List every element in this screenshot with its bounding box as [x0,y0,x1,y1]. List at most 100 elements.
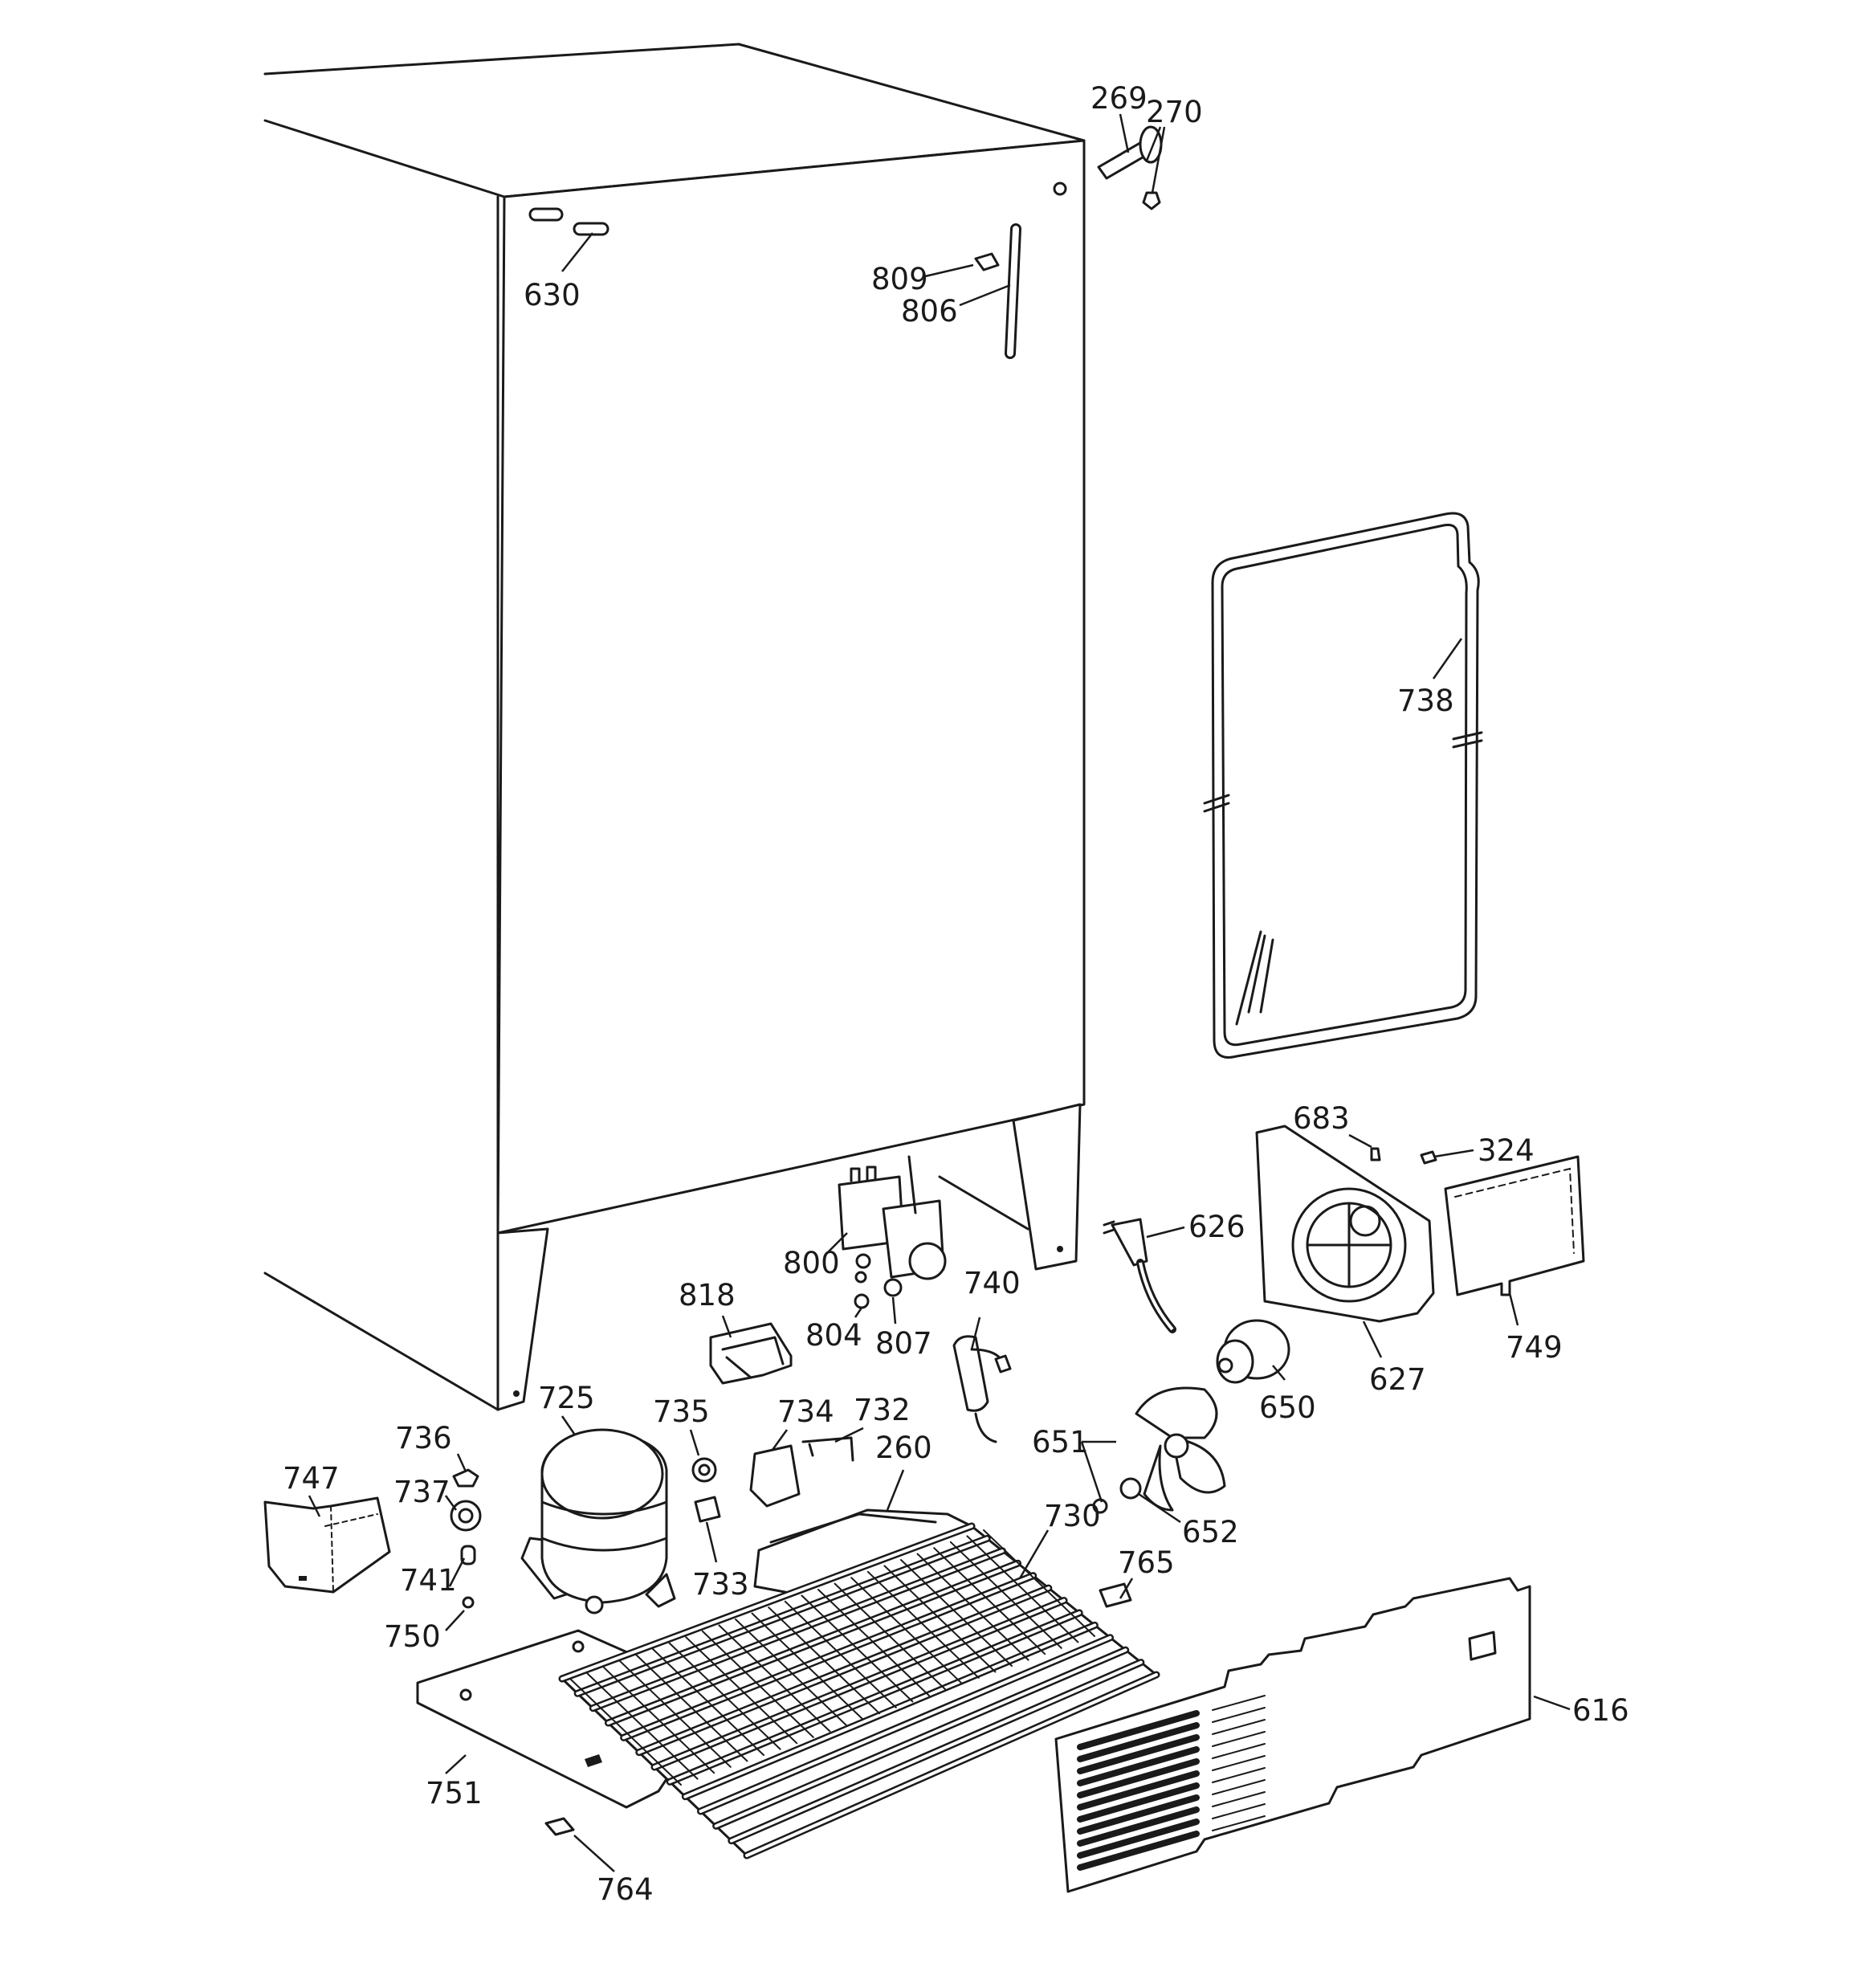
part-269-270 [1097,125,1163,210]
lower-grille-616 [1054,1577,1531,1893]
coil-tube-highlight [591,1549,1005,1710]
grille-vent-line [1212,1707,1266,1723]
callout-270: 270 [1146,95,1203,129]
coil-wire [685,1636,798,1745]
grille-slot [1077,1722,1200,1762]
fitting-804 [854,1293,870,1309]
coil-tube-highlight [606,1561,1020,1725]
callout-650: 650 [1259,1390,1316,1425]
callout-616: 616 [1572,1693,1629,1728]
callout-324: 324 [1478,1133,1535,1168]
coil-wire [652,1648,764,1756]
callout-labels: 269 270 630 809 806 738 683 324 626 800 … [283,81,1629,1907]
coil-wire [751,1612,864,1721]
coil-wire [569,1678,682,1786]
grille-slot [1077,1710,1200,1750]
coil-tube-highlight [745,1673,1158,1857]
grille-slot [1077,1794,1200,1835]
grille-slot [1077,1819,1200,1859]
refrigerator-cabinet [263,43,1086,1411]
grille-vent-line [1212,1767,1266,1783]
callout-741: 741 [400,1563,457,1598]
grille-vent-line [1212,1743,1266,1759]
coil-wire [701,1630,814,1738]
coil-tube-highlight [699,1635,1112,1813]
callout-749: 749 [1506,1330,1563,1365]
callout-806: 806 [901,294,958,329]
grille-slot [1077,1758,1200,1798]
grille-vent-line [1212,1731,1266,1747]
grille-vent-line [1212,1695,1266,1711]
leader-lines [308,113,1571,1872]
grille-slot [1077,1746,1200,1786]
coil-wire [635,1654,748,1762]
coil-wire [850,1577,964,1685]
coil-wire [618,1659,732,1768]
callout-734: 734 [777,1394,834,1429]
callout-735: 735 [653,1394,710,1429]
coil-tube-highlight [622,1574,1035,1740]
callout-627: 627 [1369,1362,1426,1397]
water-valve-800 [838,1155,947,1284]
grille-vent-line [1212,1719,1266,1735]
grille-slot [1077,1734,1200,1774]
coil-wire [585,1672,699,1780]
coil-wire [668,1642,781,1750]
clip-764 [544,1817,575,1836]
callout-738: 738 [1397,684,1454,718]
clip-765 [1099,1582,1132,1608]
coil-wire [834,1582,947,1691]
bracket-818 [709,1322,793,1385]
callout-736: 736 [395,1421,452,1455]
coil-wire [735,1619,847,1726]
callout-626: 626 [1188,1210,1245,1244]
fan-shroud-627 [1255,1125,1435,1323]
relay-parts [691,1436,854,1523]
callout-804: 804 [805,1318,862,1353]
callout-630: 630 [524,278,581,312]
grille-slot [1077,1782,1200,1823]
callout-730: 730 [1044,1499,1101,1533]
callout-747: 747 [283,1461,340,1496]
coil-wire [883,1565,997,1673]
grille-vent-line [1212,1815,1266,1831]
callout-807: 807 [875,1326,932,1361]
callout-260: 260 [875,1431,932,1465]
coil-wire [602,1666,715,1774]
coil-tube-highlight [576,1537,989,1696]
condenser-loop-738 [1203,512,1483,1059]
coil-wire [916,1553,1029,1661]
fan-blade-651 [1092,1386,1226,1514]
grommet-parts [450,1468,482,1609]
grille-vent-line [1212,1803,1266,1819]
coil-tube-highlight [668,1610,1082,1784]
callout-740: 740 [964,1266,1021,1300]
coil-wire [866,1570,980,1679]
callout-765: 765 [1118,1545,1175,1580]
power-cord-626 [1103,1218,1176,1333]
coil-wire [784,1600,897,1708]
grille-slot [1077,1770,1200,1810]
callout-751: 751 [426,1776,483,1810]
coil-wire [983,1529,1095,1637]
callout-818: 818 [679,1278,736,1312]
callout-651: 651 [1032,1425,1089,1459]
callout-809: 809 [871,262,928,296]
compressor-725 [520,1428,676,1614]
callout-800: 800 [783,1246,840,1280]
callout-737: 737 [393,1475,450,1509]
coil-wire [966,1535,1079,1643]
callout-750: 750 [384,1619,441,1654]
callout-732: 732 [854,1393,911,1427]
callout-683: 683 [1293,1101,1350,1136]
fan-motor-650 [1216,1319,1290,1384]
callout-764: 764 [597,1872,654,1907]
fitting-807 [883,1278,903,1297]
coil-tube-highlight [683,1623,1097,1798]
coil-wire [900,1559,1013,1667]
capacitor-740 [952,1335,1012,1443]
grille-slot [1077,1806,1200,1847]
coil-tube-highlight [561,1525,973,1680]
coil-tube-highlight [729,1660,1143,1843]
